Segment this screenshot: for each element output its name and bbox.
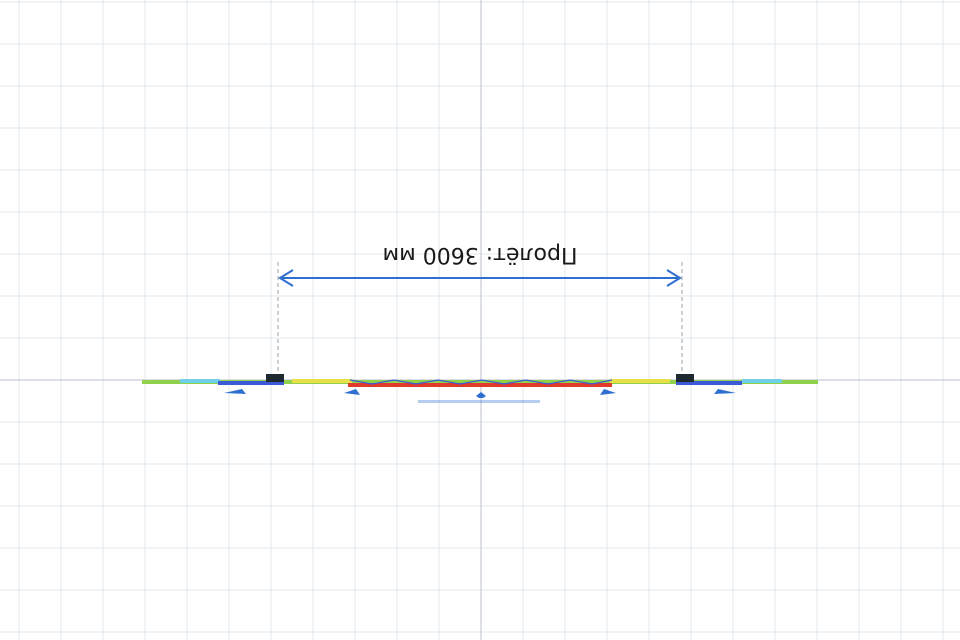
load-arrow-icon (344, 389, 360, 395)
beam-segment-cyan-left (180, 379, 220, 383)
beam-segment-blue-left (218, 381, 284, 385)
support-block-left (266, 374, 284, 382)
beam-segment-yellow-left (292, 379, 352, 383)
span-label: Пролёт: 3600 мм (383, 242, 578, 267)
load-arrows (224, 389, 736, 398)
span-dimension-line (278, 269, 682, 287)
beam-segment-red-center (348, 383, 612, 387)
load-arrow-icon (224, 389, 246, 394)
load-arrow-icon (600, 389, 616, 395)
load-arrow-icon (714, 389, 736, 394)
truss-lattice (349, 379, 613, 385)
faded-marker-strip (418, 400, 540, 403)
beam-assembly[interactable] (142, 374, 818, 387)
load-arrow-icon (476, 392, 486, 398)
beam-base-green (142, 380, 818, 384)
support-block-right (676, 374, 694, 382)
beam-segment-yellow-right (610, 379, 670, 383)
beam-segment-blue-right (676, 381, 742, 385)
beam-segment-cyan-right (742, 379, 782, 383)
